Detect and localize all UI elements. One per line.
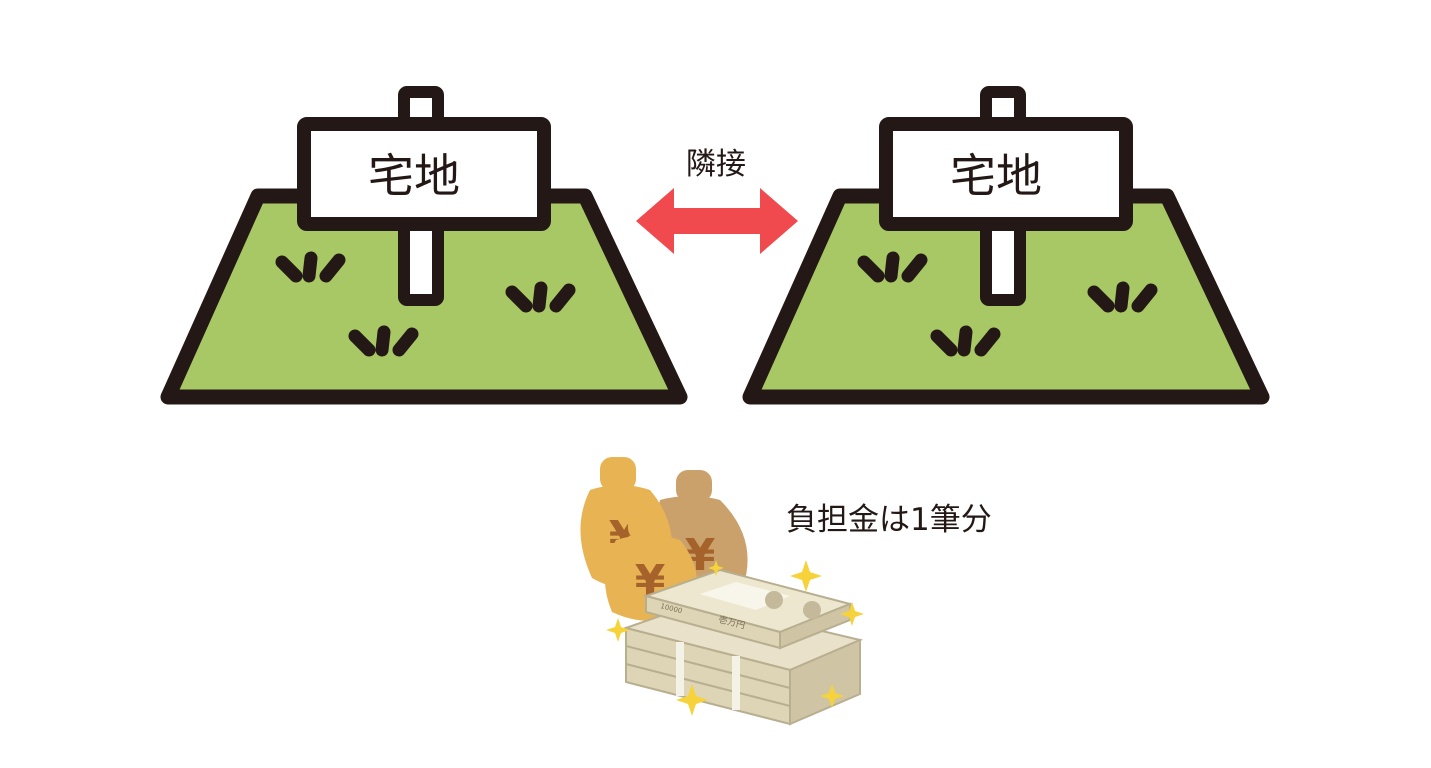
money-illustration: ¥ ¥ ¥ 壱 bbox=[580, 457, 992, 726]
sign-board bbox=[297, 117, 551, 231]
cost-caption: 負担金は1筆分 bbox=[786, 502, 992, 538]
sign-board bbox=[879, 117, 1133, 231]
grass-tuft bbox=[1087, 281, 1158, 313]
sign-label: 宅地 bbox=[950, 149, 1042, 203]
sign-label: 宅地 bbox=[368, 149, 460, 203]
grass-tuft bbox=[857, 251, 928, 283]
grass-tuft bbox=[348, 325, 419, 357]
grass-tuft bbox=[275, 251, 346, 283]
grass-tuft bbox=[930, 325, 1001, 357]
adjacency-label: 隣接 bbox=[686, 147, 746, 182]
banknote-stack-icon: 壱万円 10000 bbox=[642, 568, 854, 650]
adjacency-connector: 隣接 bbox=[636, 147, 798, 254]
land-lot-left: 宅地 bbox=[160, 86, 688, 405]
sparkle-icon bbox=[606, 560, 864, 716]
grass-tuft bbox=[505, 281, 576, 313]
land-lot-right: 宅地 bbox=[742, 86, 1270, 405]
double-arrow-icon bbox=[636, 188, 798, 254]
